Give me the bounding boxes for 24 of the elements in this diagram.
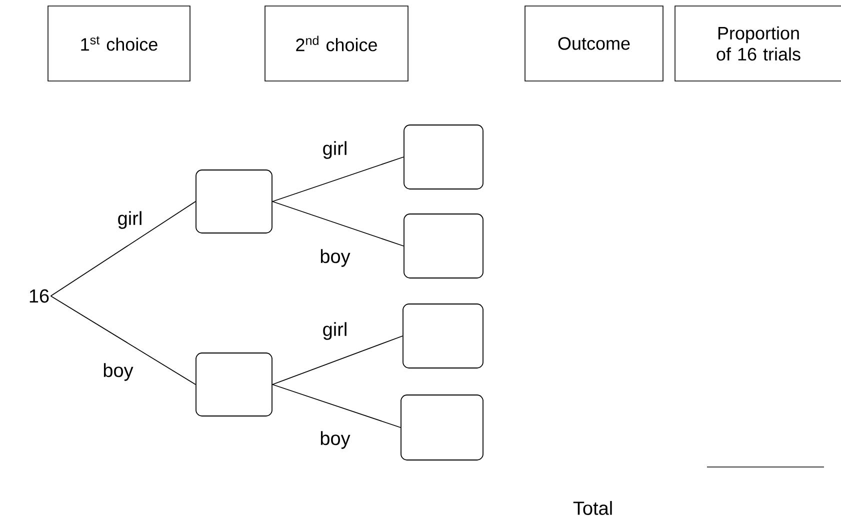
edge-label: girl bbox=[116, 210, 144, 230]
column-header: 2$^{nd}$ choice bbox=[264, 6, 408, 82]
answer-box bbox=[400, 394, 484, 460]
column-header: 1$^{st}$ choice bbox=[48, 6, 190, 82]
branch-line bbox=[272, 156, 404, 202]
column-header: Outcome bbox=[524, 6, 664, 82]
answer-box bbox=[402, 304, 484, 368]
branch-line bbox=[50, 296, 196, 385]
edge-label: girl bbox=[321, 321, 349, 341]
column-header: Proportion of 16 trials bbox=[674, 6, 841, 82]
branch-line bbox=[272, 336, 403, 385]
branch-line bbox=[272, 384, 401, 428]
branch-line bbox=[272, 201, 404, 246]
answer-box bbox=[196, 352, 272, 416]
answer-box bbox=[404, 124, 484, 190]
edge-label: boy bbox=[318, 430, 352, 450]
edge-label: boy bbox=[318, 248, 352, 268]
total-label: Total bbox=[573, 501, 612, 515]
edge-label: girl bbox=[321, 140, 349, 160]
edge-label: boy bbox=[102, 362, 134, 382]
answer-box bbox=[196, 170, 272, 234]
branch-line bbox=[50, 201, 196, 296]
answer-box bbox=[404, 214, 484, 278]
start-number: 16 bbox=[30, 289, 49, 303]
